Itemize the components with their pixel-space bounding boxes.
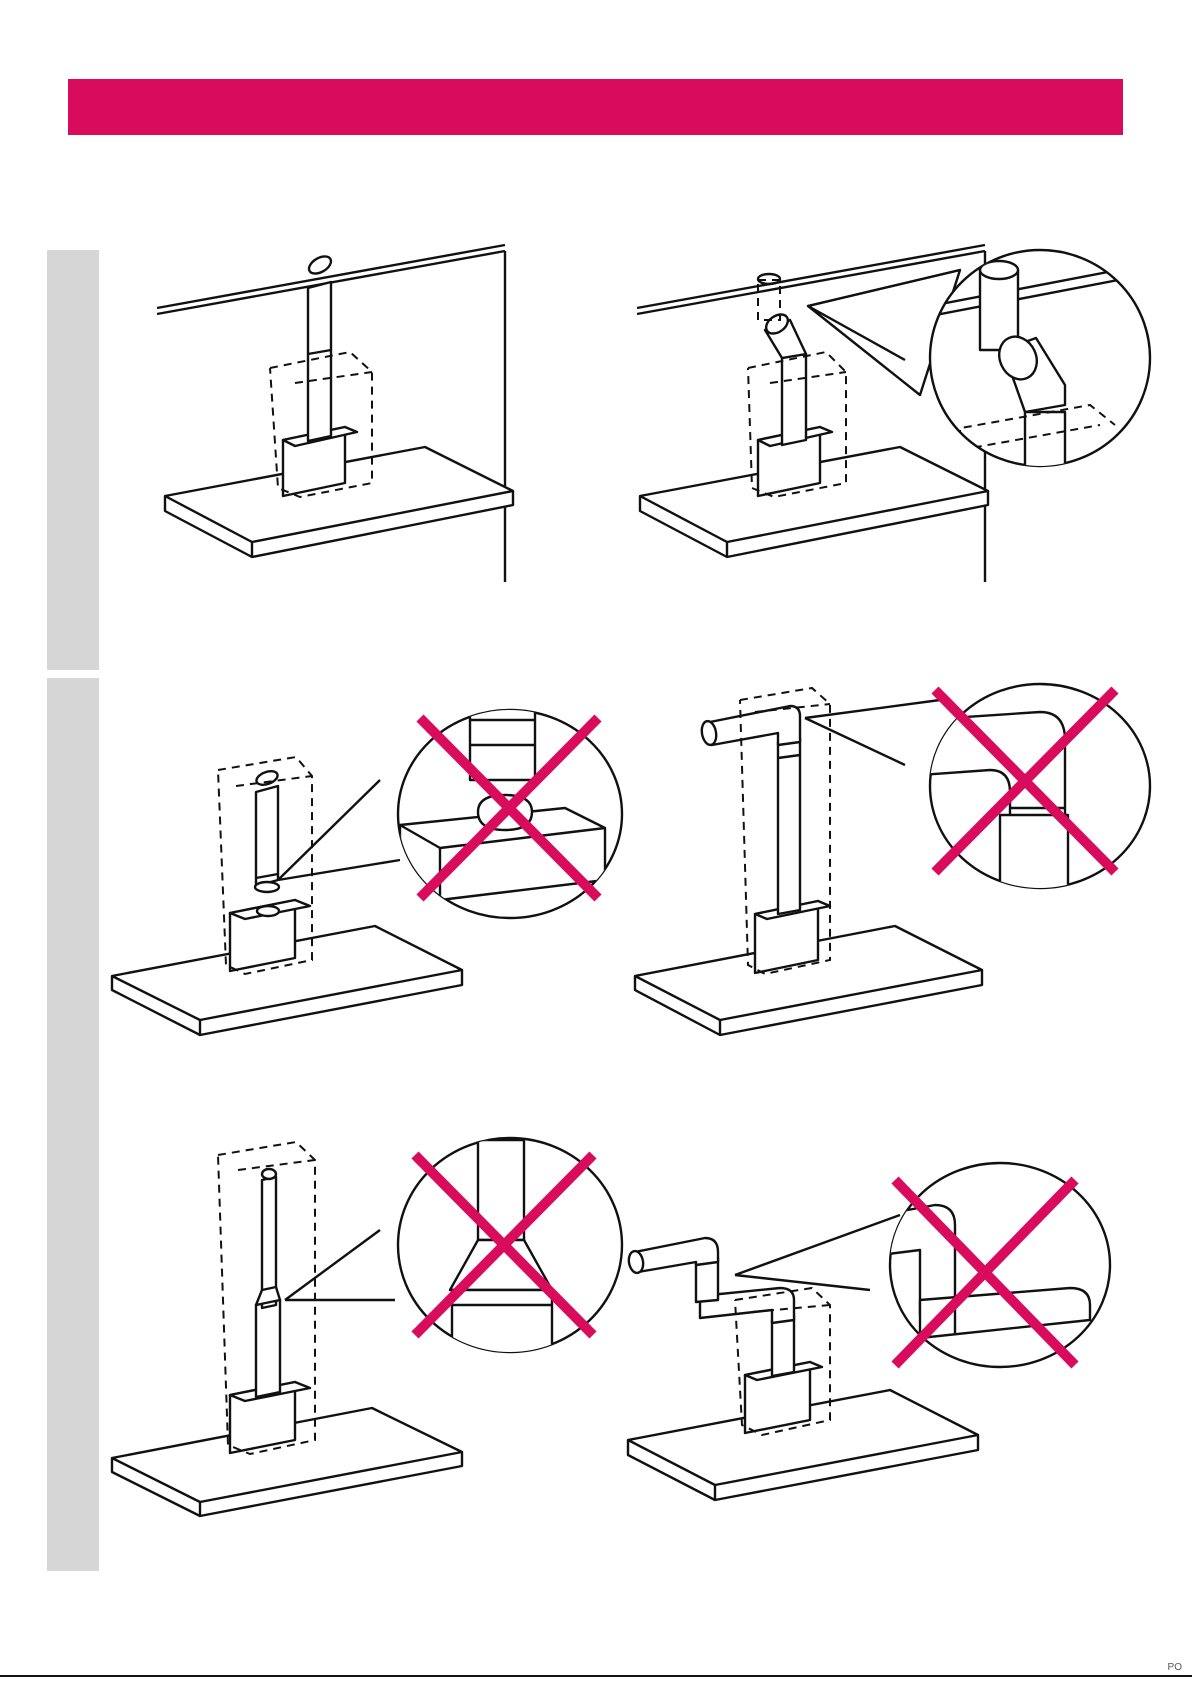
figure-correct-straight-duct [157,245,513,582]
page-number: PO [1168,1662,1182,1673]
figure-correct-angled-duct [637,245,1160,582]
footer-rule [0,1675,1192,1677]
figure-wrong-multiple-bends [627,1163,1110,1500]
figure-wrong-bent-duct [635,684,1150,1035]
figure-wrong-narrowed-duct [112,1138,622,1516]
figure-wrong-loose-connection [112,700,622,1035]
